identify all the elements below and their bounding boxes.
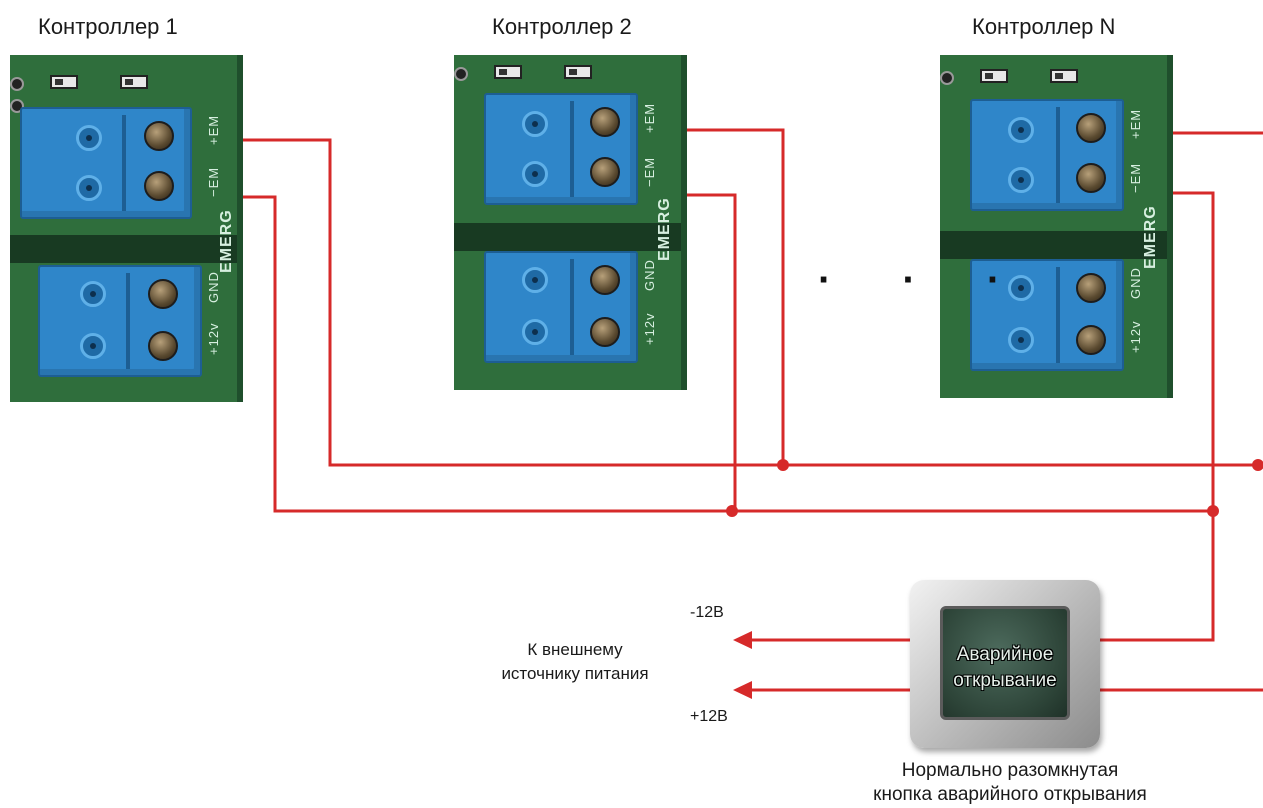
terminal-hole: [76, 175, 102, 201]
terminal-screw: [1076, 113, 1106, 143]
junction-dot: [1207, 505, 1219, 517]
terminal-screw: [144, 171, 174, 201]
terminal-divider: [570, 259, 574, 355]
terminal-divider: [570, 101, 574, 197]
caption-line1: Нормально разомкнутая: [901, 760, 1119, 781]
controller-1-title: Контроллер 1: [38, 14, 178, 39]
em-terminal-block: [484, 93, 638, 205]
label-external-power-line1: К внешнему: [527, 640, 623, 659]
terminal-screw: [1076, 325, 1106, 355]
board-edge: [681, 55, 687, 390]
board-strip: [940, 231, 1173, 259]
smd-chip: [50, 75, 78, 89]
board-edge: [1167, 55, 1173, 398]
controller-2-board: +EM −EM EMERG GND +12v: [454, 55, 687, 390]
terminal-hole: [522, 267, 548, 293]
board-strip: [10, 235, 243, 263]
controller-n-board: +EM −EM EMERG GND +12v: [940, 55, 1173, 398]
power-terminal-block: [484, 251, 638, 363]
wire-c2-em-plus: [687, 128, 785, 465]
smd-chip: [494, 65, 522, 79]
terminal-hole: [522, 319, 548, 345]
terminal-hole: [80, 281, 106, 307]
power-terminal-block: [970, 259, 1124, 371]
board-strip: [454, 223, 687, 251]
pin-header: [454, 67, 468, 81]
junction-dot: [726, 505, 738, 517]
terminal-screw: [144, 121, 174, 151]
controller-1-board: +EM −EM EMERG GND +12v: [10, 55, 243, 402]
smd-chip: [120, 75, 148, 89]
terminal-hole: [76, 125, 102, 151]
terminal-screw: [148, 331, 178, 361]
em-terminal-block: [20, 107, 192, 219]
pin-header: [940, 71, 954, 85]
junction-dot: [777, 459, 789, 471]
label-plus-12v: +12В: [690, 708, 728, 725]
terminal-screw: [148, 279, 178, 309]
controller-n-title: Контроллер N: [972, 14, 1116, 39]
more-controllers-ellipsis: · · ·: [818, 258, 1031, 302]
smd-chip: [980, 69, 1008, 83]
caption-line2: кнопка аварийного открывания: [873, 784, 1147, 805]
terminal-screw: [590, 157, 620, 187]
terminal-divider: [1056, 267, 1060, 363]
smd-chip: [1050, 69, 1078, 83]
terminal-screw: [590, 317, 620, 347]
arrow-plus-icon: [733, 681, 752, 699]
terminal-hole: [80, 333, 106, 359]
emergency-button-label-line1: Аварийное: [956, 644, 1054, 665]
wire-c1-em-minus: [243, 195, 1213, 513]
terminal-hole: [1008, 327, 1034, 353]
label-external-power-line2: источнику питания: [501, 664, 649, 683]
wire-c1-em-plus: [243, 138, 1263, 467]
board-edge: [237, 55, 243, 402]
terminal-divider: [126, 273, 130, 369]
label-minus-12v: -12В: [690, 604, 724, 621]
wire-c2-em-minus: [687, 193, 737, 511]
terminal-hole: [1008, 167, 1034, 193]
junction-dot: [1252, 459, 1263, 471]
emergency-button-face: [940, 606, 1070, 720]
wire-cn-em-minus: [1100, 191, 1215, 642]
terminal-screw: [1076, 163, 1106, 193]
em-terminal-block: [970, 99, 1124, 211]
terminal-hole: [522, 161, 548, 187]
terminal-hole: [1008, 117, 1034, 143]
controller-2-title: Контроллер 2: [492, 14, 632, 39]
emergency-button: [910, 580, 1100, 748]
arrow-minus-icon: [733, 631, 752, 649]
terminal-hole: [1008, 275, 1034, 301]
pin-header: [10, 77, 24, 91]
emergency-button-label-line2: открывание: [953, 670, 1057, 691]
smd-chip: [564, 65, 592, 79]
terminal-divider: [1056, 107, 1060, 203]
terminal-divider: [122, 115, 126, 211]
power-terminal-block: [38, 265, 202, 377]
terminal-hole: [522, 111, 548, 137]
terminal-screw: [1076, 273, 1106, 303]
terminal-screw: [590, 265, 620, 295]
terminal-screw: [590, 107, 620, 137]
